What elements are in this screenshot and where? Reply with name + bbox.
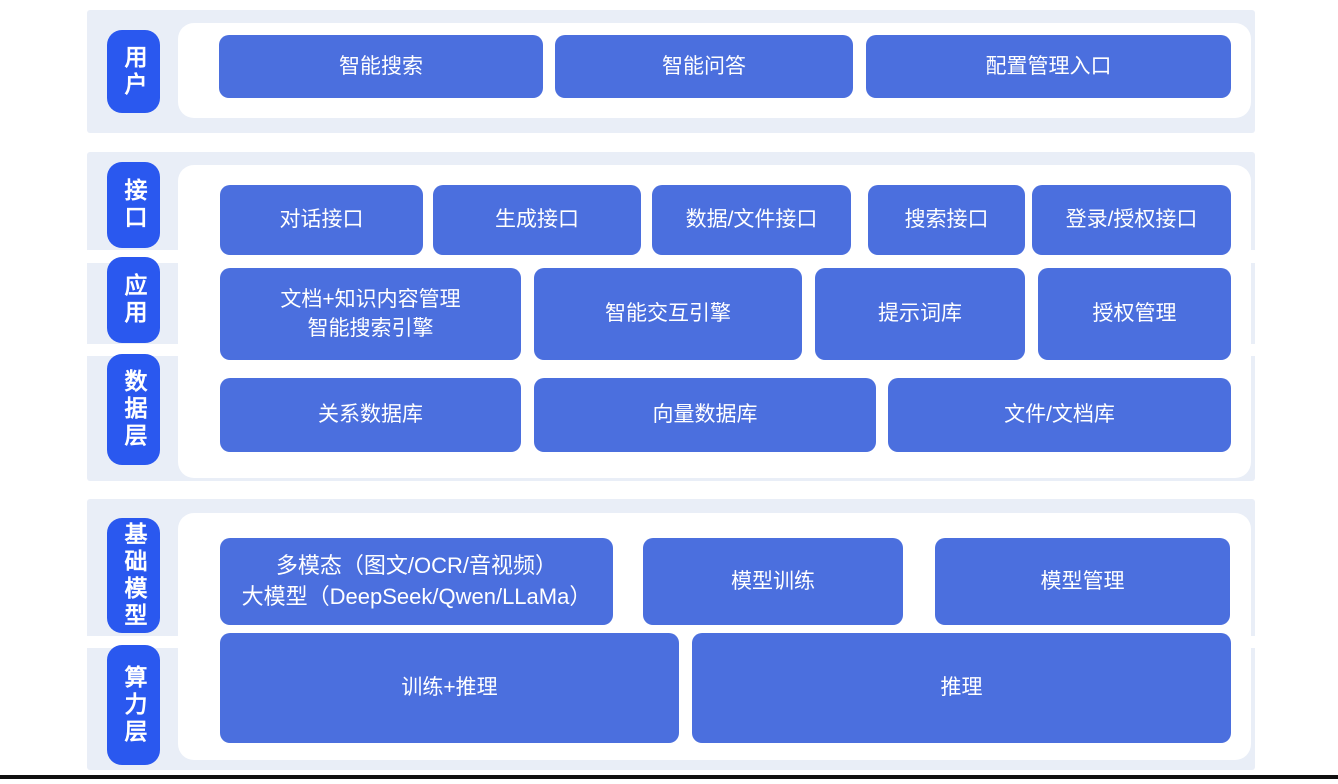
box-smart-interaction-engine: 智能交互引擎 <box>534 268 802 360</box>
box-search-api: 搜索接口 <box>868 185 1025 255</box>
box-generation-api: 生成接口 <box>433 185 641 255</box>
box-file-doc-store: 文件/文档库 <box>888 378 1231 452</box>
layer-label-application: 应用 <box>107 257 160 343</box>
box-relational-db: 关系数据库 <box>220 378 521 452</box>
box-dialog-api: 对话接口 <box>220 185 423 255</box>
box-model-training: 模型训练 <box>643 538 903 625</box>
box-login-auth-api: 登录/授权接口 <box>1032 185 1231 255</box>
layer-label-data: 数据层 <box>107 354 160 465</box>
box-inference: 推理 <box>692 633 1231 743</box>
bottom-divider <box>0 775 1338 779</box>
box-data-file-api: 数据/文件接口 <box>652 185 851 255</box>
box-training-inference: 训练+推理 <box>220 633 679 743</box>
section-middle-panel: 对话接口 生成接口 数据/文件接口 搜索接口 登录/授权接口 文档+知识内容管理… <box>178 165 1251 478</box>
box-auth-mgmt: 授权管理 <box>1038 268 1231 360</box>
section-bottom-band: 基础模型 算力层 多模态（图文/OCR/音视频） 大模型（DeepSeek/Qw… <box>87 499 1255 770</box>
section-middle-band: 接口 应用 数据层 对话接口 生成接口 数据/文件接口 搜索接口 登录/授权接口… <box>87 152 1255 481</box>
section-bottom-panel: 多模态（图文/OCR/音视频） 大模型（DeepSeek/Qwen/LLaMa）… <box>178 513 1251 760</box>
box-doc-knowledge-search-engine: 文档+知识内容管理 智能搜索引擎 <box>220 268 521 360</box>
layer-label-user: 用户 <box>107 30 160 113</box>
box-config-mgmt-entry: 配置管理入口 <box>866 35 1231 98</box>
section-user-panel: 智能搜索 智能问答 配置管理入口 <box>178 23 1251 118</box>
box-vector-db: 向量数据库 <box>534 378 876 452</box>
layer-label-foundation-model: 基础模型 <box>107 518 160 633</box>
box-multimodal-llm: 多模态（图文/OCR/音视频） 大模型（DeepSeek/Qwen/LLaMa） <box>220 538 613 625</box>
box-prompt-library: 提示词库 <box>815 268 1025 360</box>
layer-label-interface: 接口 <box>107 162 160 248</box>
box-model-mgmt: 模型管理 <box>935 538 1230 625</box>
layer-label-compute: 算力层 <box>107 645 160 765</box>
section-user-band: 用户 智能搜索 智能问答 配置管理入口 <box>87 10 1255 133</box>
box-smart-search: 智能搜索 <box>219 35 543 98</box>
box-smart-qa: 智能问答 <box>555 35 853 98</box>
